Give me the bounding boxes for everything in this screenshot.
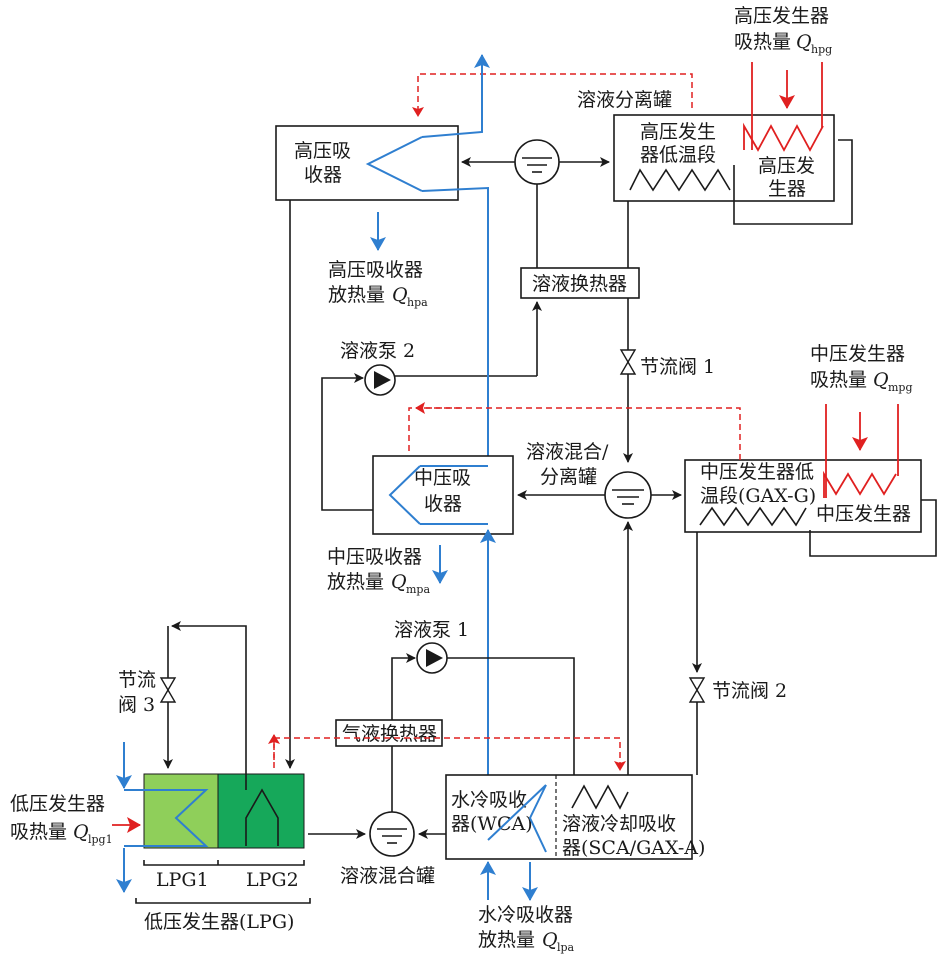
solution-separator xyxy=(514,139,560,185)
svg-text:中压吸收器: 中压吸收器 xyxy=(327,546,422,568)
svg-text:中压发生器低: 中压发生器低 xyxy=(700,461,814,483)
high-generator-label-1: 高压发 xyxy=(758,155,815,177)
valve3-label-2: 阀 3 xyxy=(118,694,155,716)
svg-text:Q: Q xyxy=(873,369,889,391)
svg-text:温段(GAX-G): 温段(GAX-G) xyxy=(700,485,816,507)
svg-text:气液换热器: 气液换热器 xyxy=(342,723,437,745)
q-hpg-label: 高压发生器 吸热量 Q hpg xyxy=(734,5,832,56)
high-absorber-label-2: 收器 xyxy=(304,164,342,186)
svg-text:吸热量: 吸热量 xyxy=(10,821,67,843)
pump2-label: 溶液泵 2 xyxy=(340,340,415,362)
high-generator-coil xyxy=(743,122,824,152)
pump1 xyxy=(416,642,448,674)
svg-text:溶液换热器: 溶液换热器 xyxy=(532,273,627,295)
svg-text:低压发生器: 低压发生器 xyxy=(10,793,105,815)
mix-tank xyxy=(369,811,415,857)
svg-text:Q: Q xyxy=(73,821,89,843)
mid-absorber: 中压吸 收器 xyxy=(372,455,514,535)
high-generator-label-2: 生器 xyxy=(768,178,806,200)
high-gen-low-temp-label-2: 器低温段 xyxy=(640,144,716,166)
valve2 xyxy=(688,677,706,703)
valve3 xyxy=(159,677,177,703)
q-hpa-label: 高压吸收器 放热量 Q hpa xyxy=(328,259,428,309)
high-gen-low-temp-label-1: 高压发生 xyxy=(640,121,716,143)
high-absorber-label-1: 高压吸 xyxy=(294,140,351,162)
valve1 xyxy=(619,349,637,375)
svg-text:hpg: hpg xyxy=(811,43,832,56)
svg-text:mpg: mpg xyxy=(888,381,913,394)
mix-sep-label-1: 溶液混合/ xyxy=(526,441,609,463)
svg-text:中压吸: 中压吸 xyxy=(414,467,471,489)
high-absorber: 高压吸 收器 xyxy=(275,125,459,201)
mix-tank-label: 溶液混合罐 xyxy=(340,865,435,887)
svg-text:高压发生器: 高压发生器 xyxy=(734,5,829,27)
q-mpg-label: 中压发生器 吸热量 Q mpg xyxy=(810,343,913,394)
svg-text:lpa: lpa xyxy=(557,941,575,954)
svg-text:器(SCA/GAX-A): 器(SCA/GAX-A) xyxy=(562,837,705,859)
valve3-label-1: 节流 xyxy=(118,669,156,691)
svg-text:mpa: mpa xyxy=(406,583,430,596)
lpg-label: 低压发生器(LPG) xyxy=(144,911,294,933)
high-gen-low-temp: 高压发生 器低温段 高压发 生器 xyxy=(613,114,835,202)
svg-text:放热量: 放热量 xyxy=(328,284,385,306)
q-lpg1-label: 低压发生器 吸热量 Q lpg1 xyxy=(10,793,113,846)
svg-text:放热量: 放热量 xyxy=(327,571,384,593)
svg-text:器(WCA): 器(WCA) xyxy=(451,813,533,835)
valve2-label: 节流阀 2 xyxy=(712,680,787,702)
solution-hx: 溶液换热器 xyxy=(520,267,640,299)
svg-text:收器: 收器 xyxy=(424,493,462,515)
gas-liquid-hx: 气液换热器 xyxy=(335,719,443,747)
svg-text:水冷吸收: 水冷吸收 xyxy=(451,789,527,811)
svg-text:中压发生器: 中压发生器 xyxy=(816,503,911,525)
svg-text:Q: Q xyxy=(542,929,558,951)
svg-text:Q: Q xyxy=(392,284,408,306)
mix-sep-tank xyxy=(604,471,652,519)
solution-separator-label: 溶液分离罐 xyxy=(577,89,672,111)
pump2 xyxy=(364,364,396,396)
svg-text:高压吸收器: 高压吸收器 xyxy=(328,259,423,281)
svg-text:Q: Q xyxy=(391,571,407,593)
svg-text:放热量: 放热量 xyxy=(478,929,535,951)
q-mpa-label: 中压吸收器 放热量 Q mpa xyxy=(327,546,430,596)
valve1-label: 节流阀 1 xyxy=(640,356,715,378)
svg-text:水冷吸收器: 水冷吸收器 xyxy=(478,904,573,926)
mix-sep-label-2: 分离罐 xyxy=(540,466,597,488)
svg-text:吸热量: 吸热量 xyxy=(810,369,867,391)
high-gen-low-temp-coil xyxy=(629,168,731,192)
mid-gen: 中压发生器低 温段(GAX-G) 中压发生器 xyxy=(684,459,922,533)
lpg1-label: LPG1 xyxy=(156,869,209,891)
lpg2-label: LPG2 xyxy=(246,869,299,891)
svg-text:吸热量: 吸热量 xyxy=(734,31,791,53)
lpg xyxy=(124,773,305,849)
wca-sca: 水冷吸收 器(WCA) 溶液冷却吸收 器(SCA/GAX-A) xyxy=(445,774,705,860)
svg-text:中压发生器: 中压发生器 xyxy=(810,343,905,365)
q-lpa-label: 水冷吸收器 放热量 Q lpa xyxy=(478,904,575,954)
high-absorber-coil xyxy=(365,136,423,192)
svg-text:lpg1: lpg1 xyxy=(88,833,113,846)
svg-text:溶液冷却吸收: 溶液冷却吸收 xyxy=(562,813,676,835)
pump1-label: 溶液泵 1 xyxy=(394,619,469,641)
svg-text:Q: Q xyxy=(796,31,812,53)
svg-text:hpa: hpa xyxy=(407,296,428,309)
